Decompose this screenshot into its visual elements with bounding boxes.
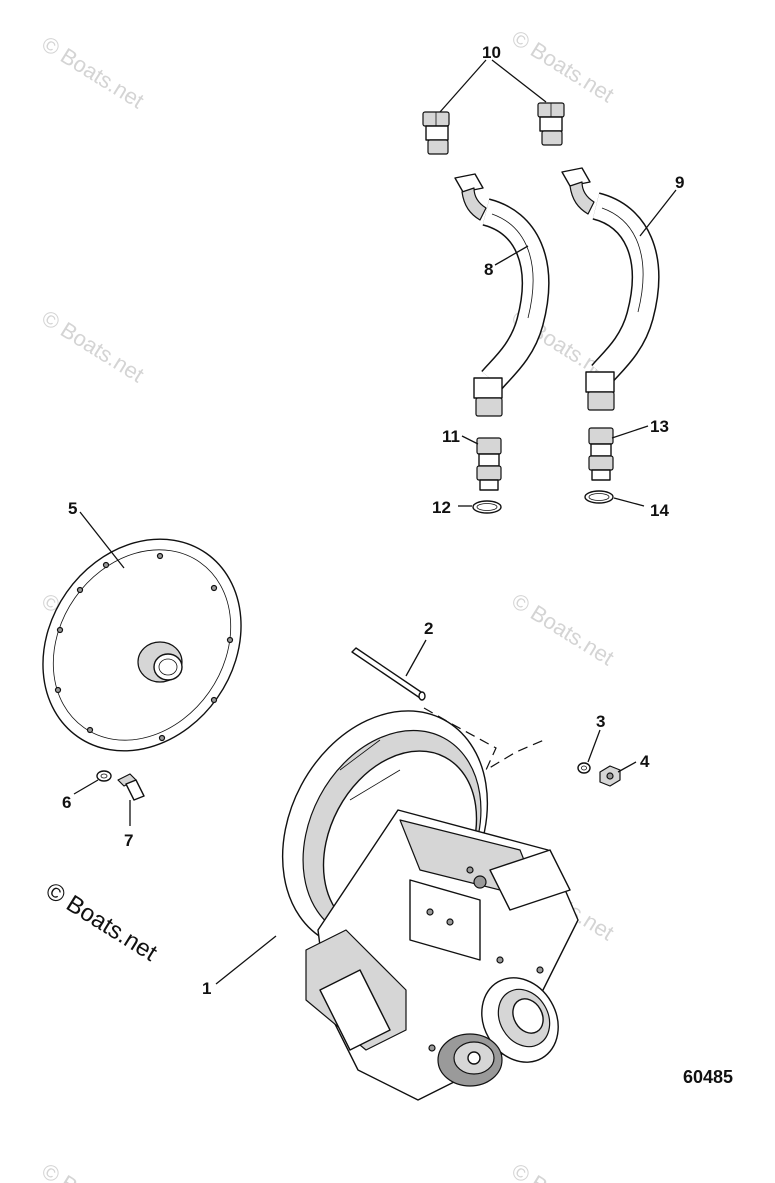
watermark: © Boats.net [37,31,148,113]
callout-14: 14 [650,501,669,520]
callout-9: 9 [675,173,684,192]
cooler-hose-9 [561,167,660,411]
watermark-main: © Boats.net [41,877,162,967]
callout-7: 7 [124,831,133,850]
callout-6: 6 [62,793,71,812]
callout-1: 1 [202,979,211,998]
dowel-pin-2 [351,647,426,701]
fitting-10-right [537,102,565,146]
callout-11: 11 [442,427,460,446]
callout-5: 5 [68,499,77,518]
o-ring-14 [584,490,614,504]
figure-number: 60485 [683,1067,733,1087]
watermark: © Boats.net [507,588,618,670]
fitting-10-left [422,111,450,155]
watermark: © Boats.net [507,25,618,107]
washer-6 [96,770,112,782]
callout-8: 8 [484,260,493,279]
fitting-11 [476,437,502,491]
watermark: © Boats.net [37,1158,148,1183]
callout-3: 3 [596,712,605,731]
leader-lines [73,59,677,985]
callout-12: 12 [432,498,451,517]
cooler-hose-8 [454,173,550,417]
callouts: 10 8 9 11 12 13 14 5 6 7 2 3 4 1 [62,43,684,998]
alignment-line [423,707,545,772]
watermark: © Boats.net [507,1158,618,1183]
bolt-7 [117,773,145,801]
nut-4 [599,765,621,787]
callout-13: 13 [650,417,669,436]
callout-10: 10 [482,43,501,62]
callout-4: 4 [640,752,650,771]
fitting-13 [588,427,614,481]
washer-3 [577,762,591,774]
o-ring-12 [472,500,502,514]
drive-plate-cover-5 [42,538,242,752]
watermark: © Boats.net [37,305,148,387]
transmission-assembly-1 [281,710,579,1101]
callout-2: 2 [424,619,433,638]
